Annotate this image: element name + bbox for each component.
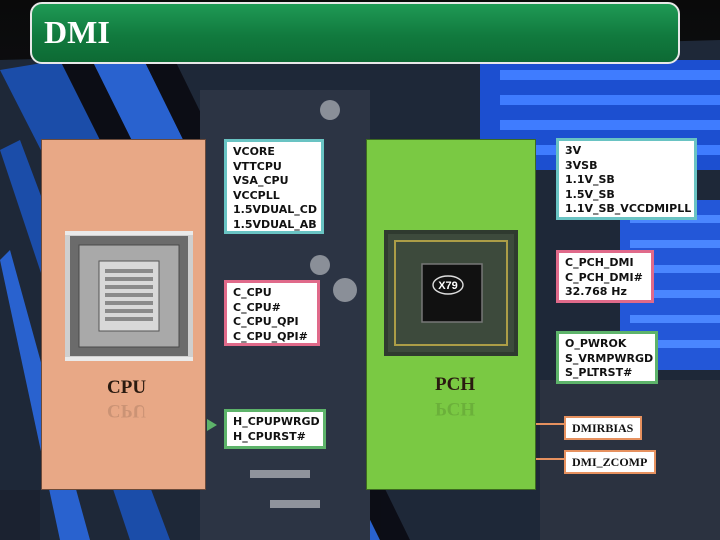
pch-chip-marking: X79 (438, 280, 458, 292)
signal-3v: 3V (565, 144, 582, 157)
pch-power-signals: 3V 3VSB 1.1V_SB 1.5V_SB 1.1V_SB_VCCDMIPL… (556, 138, 697, 220)
signal-c-pch-dmi-n: C_PCH_DMI# (565, 270, 643, 284)
pch-label: PCH (435, 374, 476, 395)
pch-control-signals: O_PWROK S_VRMPWRGD S_PLTRST# (556, 331, 658, 384)
signal-dmirbias: DMIRBIAS (572, 421, 634, 435)
cpu-label: CPU (107, 377, 147, 398)
signal-1-5vdual-cd: 1.5VDUAL_CD (233, 203, 317, 216)
pch-panel: X79 PCH PCH (366, 139, 536, 490)
signal-1-5vdual-ab: 1.5VDUAL_AB (233, 217, 317, 231)
signal-c-cpu-qpi-n: C_CPU_QPI# (233, 329, 308, 343)
signal-1-1v-sb: 1.1V_SB (565, 173, 615, 186)
cpu-panel: CPU CPU (41, 139, 206, 490)
signal-vsa-cpu: VSA_CPU (233, 174, 289, 187)
signal-s-vrmpwrgd: S_VRMPWRGD (565, 351, 654, 365)
pch-chip-image: X79 (384, 230, 518, 356)
signal-vccpll: VCCPLL (233, 188, 280, 202)
signal-vttcpu: VTTCPU (233, 159, 282, 173)
signal-3vsb: 3VSB (565, 158, 598, 172)
signal-s-pltrst-n: S_PLTRST# (565, 366, 633, 379)
signal-32-768-hz: 32.768 Hz (565, 285, 627, 298)
dmi-zcomp-box: DMI_ZCOMP (564, 450, 656, 474)
cpu-control-signals: H_CPUPWRGD H_CPURST# (224, 409, 326, 449)
cpu-power-signals: VCORE VTTCPU VSA_CPU VCCPLL 1.5VDUAL_CD … (224, 139, 324, 234)
signal-c-cpu-n: C_CPU# (233, 300, 281, 314)
title-bar: DMI (30, 2, 680, 64)
pch-clock-signals: C_PCH_DMI C_PCH_DMI# 32.768 Hz (556, 250, 654, 303)
signal-h-cpupwrgd: H_CPUPWRGD (233, 415, 320, 428)
signal-c-pch-dmi: C_PCH_DMI (565, 256, 634, 269)
signal-o-pwrok: O_PWROK (565, 337, 627, 350)
cpu-socket-image (65, 231, 193, 361)
signal-h-cpurst-n: H_CPURST# (233, 429, 306, 443)
signal-c-cpu: C_CPU (233, 286, 272, 299)
dmirbias-box: DMIRBIAS (564, 416, 642, 440)
signal-c-cpu-qpi: C_CPU_QPI (233, 315, 299, 328)
signal-dmi-zcomp: DMI_ZCOMP (572, 455, 648, 469)
cpu-clock-signals: C_CPU C_CPU# C_CPU_QPI C_CPU_QPI# (224, 280, 320, 346)
signal-1-1v-sb-vccdmipll: 1.1V_SB_VCCDMIPLL (565, 202, 692, 215)
slide-title: DMI (44, 14, 110, 50)
signal-vcore: VCORE (233, 145, 275, 158)
signal-1-5v-sb: 1.5V_SB (565, 187, 615, 201)
